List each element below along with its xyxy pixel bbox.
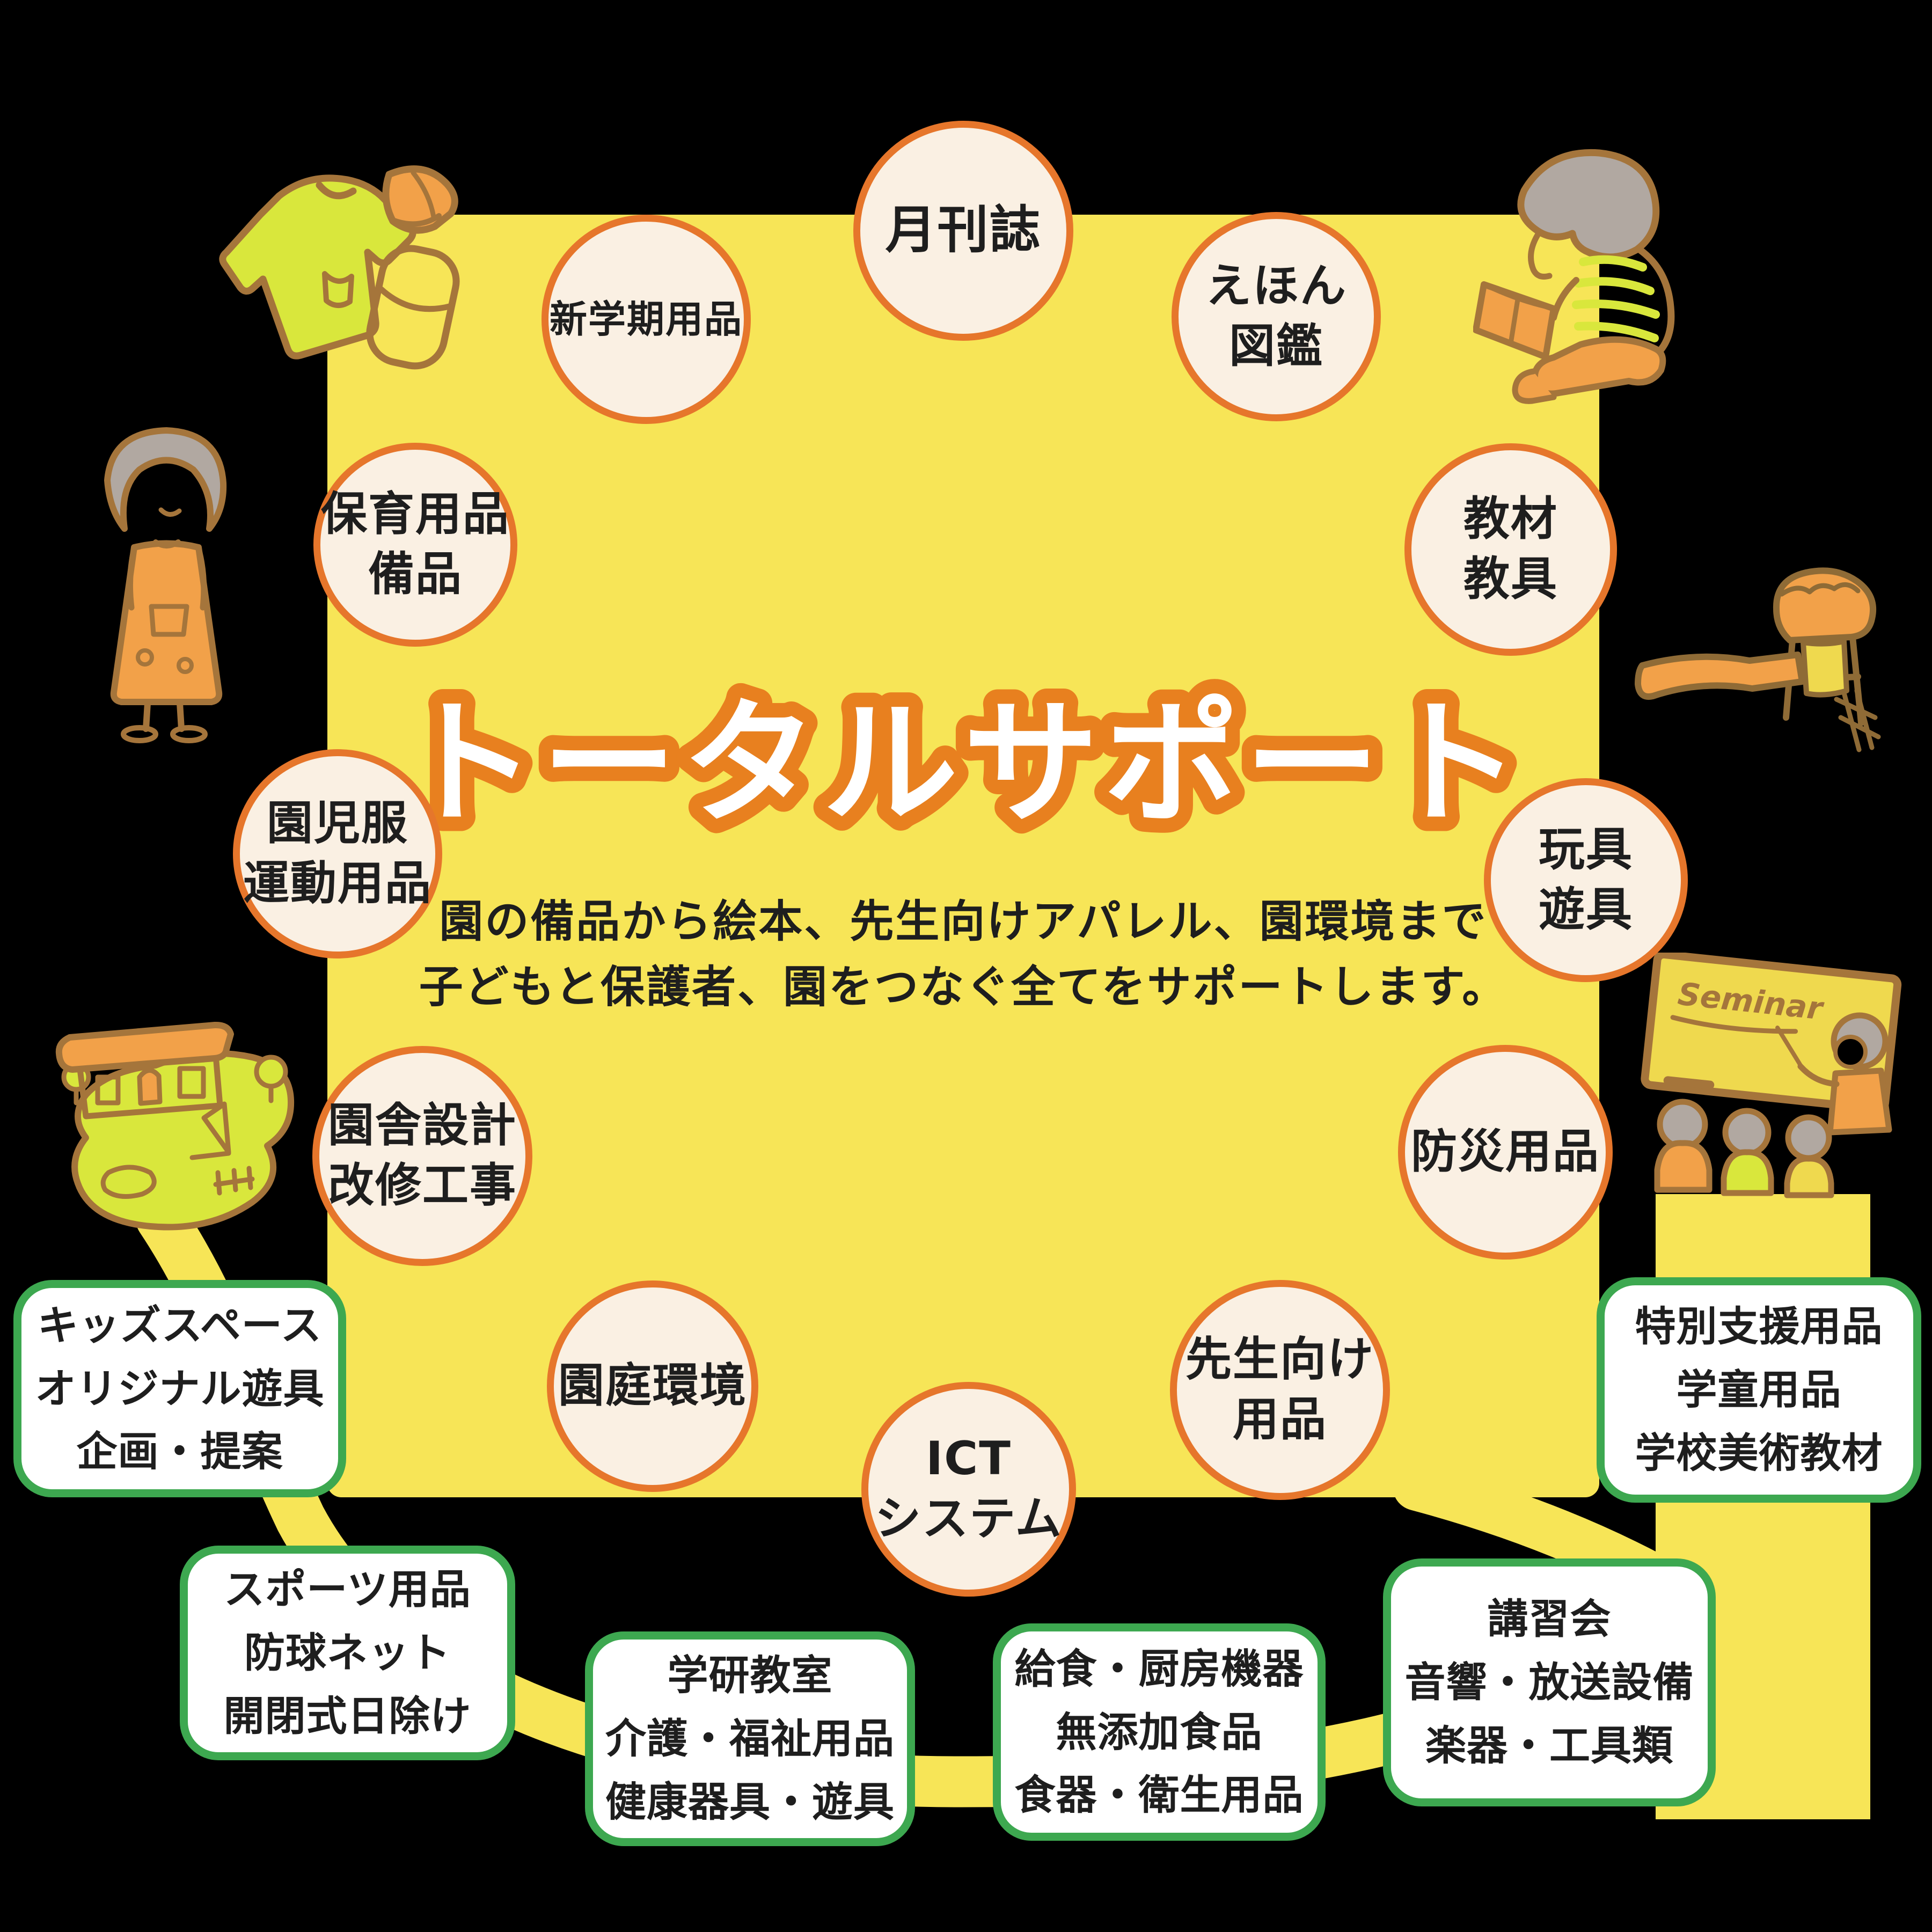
category-circle-picture-books: えほん 図鑑 — [1172, 212, 1381, 421]
uniform-illustration — [219, 165, 460, 370]
category-circle-new-term-goods: 新学期用品 — [541, 215, 751, 424]
mini-slide-icon — [201, 1101, 231, 1155]
category-box-kids-space: キッズスペース オリジナル遊具 企画・提案 — [13, 1280, 346, 1497]
pond-icon — [100, 1165, 157, 1199]
category-circle-toys-play-equipment: 玩具 遊具 — [1484, 778, 1688, 982]
slide-slope-icon — [1635, 652, 1805, 700]
seminar-illustration: Seminar — [1641, 953, 1902, 1198]
category-circle-teaching-materials: 教材 教具 — [1404, 443, 1617, 656]
playground-slide-illustration — [1635, 567, 1881, 752]
bag-icon — [366, 245, 460, 370]
category-circle-building-design: 園舎設計 改修工事 — [312, 1046, 532, 1266]
roof-icon — [55, 1021, 234, 1073]
category-box-sports-goods: スポーツ用品 防球ネット 開閉式日除け — [180, 1546, 515, 1760]
kindergarten-grounds-illustration — [55, 1021, 295, 1231]
slide-ladder-icon — [1834, 688, 1881, 752]
seminar-speaker-icon — [1775, 1012, 1892, 1136]
category-box-special-support: 特別支援用品 学童用品 学校美術教材 — [1597, 1277, 1921, 1503]
category-box-seminars: 講習会 音響・放送設備 楽器・工具類 — [1383, 1558, 1716, 1806]
category-circle-ict-system: ICT システム — [861, 1382, 1076, 1597]
child-pants-icon — [1531, 336, 1666, 397]
category-circle-teacher-goods: 先生向け 用品 — [1170, 1280, 1390, 1500]
teacher-illustration — [104, 427, 227, 743]
subtitle-line-1: 園の備品から絵本、先生向けアパレル、園環境まで — [439, 896, 1488, 947]
seminar-board-icon: Seminar — [1641, 953, 1902, 1114]
category-circle-disaster-goods: 防災用品 — [1398, 1045, 1613, 1260]
teacher-hair-icon — [104, 427, 227, 532]
seminar-audience-icon — [1654, 1099, 1834, 1198]
tree-icon — [254, 1055, 288, 1089]
category-circle-garden-environment: 園庭環境 — [547, 1280, 758, 1492]
page-title: トータルサポート — [401, 685, 1526, 843]
smock-pocket-icon — [322, 271, 354, 308]
main-panel — [327, 215, 1599, 1497]
smock-icon — [219, 174, 416, 360]
fence-icon — [213, 1166, 255, 1196]
category-circle-childcare-supplies: 保育用品 備品 — [313, 443, 517, 647]
child-hair-icon — [1517, 149, 1660, 261]
slide-canopy-icon — [1773, 567, 1877, 643]
category-box-gakken-class: 学研教室 介護・福祉用品 健康器具・遊具 — [585, 1631, 915, 1846]
striped-shirt-icon — [1572, 255, 1660, 342]
subtitle-line-2: 子どもと保護者、園をつなぐ全てをサポートします。 — [419, 962, 1508, 1013]
category-box-school-lunch: 給食・厨房機器 無添加食品 食器・衛生用品 — [993, 1623, 1326, 1841]
reading-child-illustration — [1473, 149, 1675, 404]
slide-tower-icon — [1801, 639, 1849, 698]
category-circle-monthly-magazine: 月刊誌 — [853, 121, 1073, 341]
category-circle-uniforms-sportswear: 園児服 運動用品 — [233, 749, 442, 958]
title-banner: トータルサポート — [386, 671, 1535, 857]
